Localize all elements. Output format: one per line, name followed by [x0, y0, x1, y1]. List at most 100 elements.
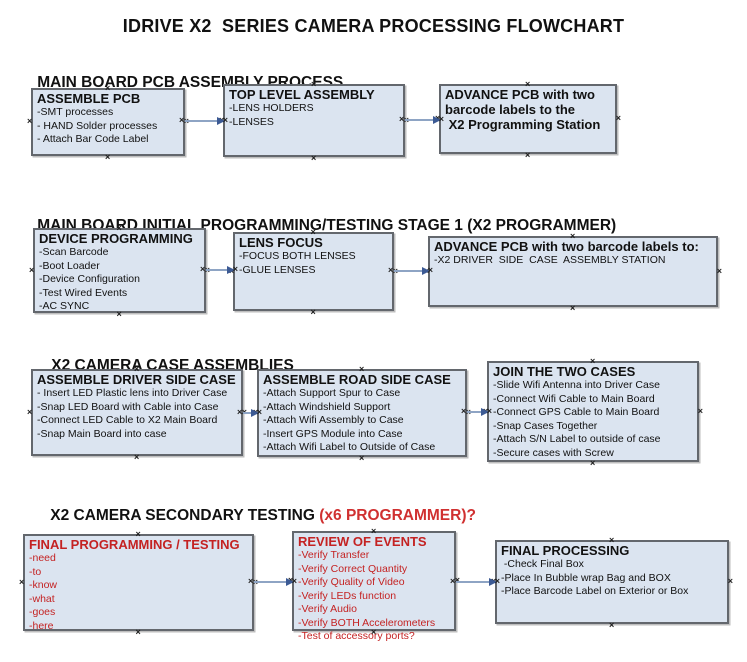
box-line: - HAND Solder processes — [37, 119, 158, 132]
box-assemble-driver-side-case: ASSEMBLE DRIVER SIDE CASE - Insert LED P… — [27, 365, 247, 462]
connector-handle-icon: × — [697, 405, 703, 416]
box-title: TOP LEVEL ASSEMBLY — [229, 87, 375, 102]
connector-handle-icon: × — [222, 115, 228, 125]
arrow-head-icon — [481, 408, 489, 416]
flow-arrow: ×× — [450, 576, 500, 587]
box-advance-pcb-programming-station: ADVANCE PCB with two barcode labels to t… — [435, 80, 621, 160]
box-line: -Connect GPS Cable to Main Board — [493, 406, 660, 418]
connector-handle-icon: × — [461, 406, 467, 416]
box-line: -Test of accessory ports? — [298, 630, 415, 642]
box-join-the-two-cases: JOIN THE TWO CASES -Slide Wifi Antenna i… — [483, 357, 703, 468]
connector-handle-icon: × — [525, 150, 531, 160]
section-header-red-label: (x6 PROGRAMMER)? — [319, 507, 476, 524]
connector-handle-icon: × — [615, 113, 621, 123]
connector-handle-icon: × — [609, 620, 615, 630]
box-body: -need-to-know-what-goes-here — [29, 552, 249, 633]
box-title: ASSEMBLE DRIVER SIDE CASE — [37, 372, 236, 387]
box-line: -GLUE LENSES — [239, 263, 316, 276]
box-line: -Attach Wifi Label to Outside of Case — [263, 441, 436, 453]
box-title: FINAL PROCESSING — [501, 543, 630, 558]
box-final-processing: FINAL PROCESSING -Check Final Box-Place … — [491, 536, 733, 630]
connector-handle-icon: × — [388, 265, 394, 275]
arrow-line — [254, 581, 289, 583]
box-assemble-road-side-case: ASSEMBLE ROAD SIDE CASE -Attach Support … — [253, 365, 471, 463]
box-title: REVIEW OF EVENTS — [298, 534, 427, 549]
box-line: -AC SYNC — [39, 300, 90, 312]
box-line: -Connect LED Cable to X2 Main Board — [37, 414, 218, 426]
flow-arrow: ×× — [200, 264, 238, 275]
arrow-head-icon — [251, 409, 259, 417]
box-line: -Scan Barcode — [39, 246, 109, 258]
box-line: -Check Final Box — [501, 558, 584, 570]
box-line: -Test Wired Events — [39, 286, 128, 299]
box-title: LENS FOCUS — [239, 235, 323, 250]
box-title: ADVANCE PCB with two barcode labels to t… — [445, 87, 601, 132]
box-title: ASSEMBLE ROAD SIDE CASE — [263, 372, 451, 387]
arrow-head-icon — [433, 116, 441, 124]
box-line: -Snap Cases Together — [493, 419, 598, 432]
connector-handle-icon: × — [399, 114, 405, 124]
arrow-line — [394, 270, 425, 272]
connector-handle-icon: × — [179, 115, 185, 125]
box-line: -goes — [29, 606, 56, 618]
box-line: -Device Configuration — [39, 273, 140, 285]
connector-handle-icon: × — [237, 407, 243, 417]
connector-handle-icon: × — [570, 303, 576, 313]
box-final-programming-testing: FINAL PROGRAMMING / TESTING -need-to-kno… — [19, 530, 258, 637]
flow-arrow: ×× — [388, 265, 433, 276]
box-line: -know — [29, 579, 58, 591]
box-assemble-pcb: ASSEMBLE PCB -SMT processes- HAND Solder… — [27, 84, 189, 162]
box-line: -LENSES — [229, 115, 274, 128]
connector-handle-icon: × — [200, 264, 206, 274]
connector-handle-icon: × — [716, 265, 722, 276]
box-line: -Verify Correct Quantity — [298, 562, 408, 575]
box-line: -Attach Support Spur to Case — [263, 387, 401, 399]
box-title: DEVICE PROGRAMMING — [39, 231, 193, 246]
connector-handle-icon: × — [27, 406, 33, 417]
box-line: -Verify Quality of Video — [298, 576, 405, 588]
box-body: -Slide Wifi Antenna into Driver Case-Con… — [493, 379, 694, 460]
box-line: -Secure cases with Screw — [493, 446, 614, 459]
box-line: -to — [29, 565, 42, 578]
connector-handle-icon: × — [486, 406, 492, 416]
box-line: -Verify Audio — [298, 603, 357, 615]
box-title: ASSEMBLE PCB — [37, 91, 141, 106]
box-line: -X2 DRIVER SIDE CASE ASSEMBLY STATION — [434, 254, 666, 266]
arrow-head-icon — [422, 267, 430, 275]
box-line: -Verify BOTH Accelerometers — [298, 616, 436, 629]
connector-handle-icon: × — [256, 407, 262, 417]
box-title: JOIN THE TWO CASES — [493, 364, 636, 379]
arrow-line — [456, 581, 492, 583]
connector-handle-icon: × — [134, 452, 140, 462]
box-line: -LENS HOLDERS — [229, 102, 314, 114]
arrow-line — [185, 120, 220, 122]
box-line: - Attach Bar Code Label — [37, 133, 149, 145]
connector-handle-icon: × — [494, 576, 500, 586]
arrow-head-icon — [286, 578, 294, 586]
connector-handle-icon: × — [248, 576, 254, 586]
connector-handle-icon: × — [427, 265, 433, 275]
box-line: -Attach Wifi Assembly to Case — [263, 414, 404, 426]
box-line: -Insert GPS Module into Case — [263, 427, 403, 440]
box-body: - Insert LED Plastic lens into Driver Ca… — [37, 387, 238, 441]
flow-arrow: ×× — [179, 115, 228, 126]
connector-handle-icon: × — [105, 152, 111, 162]
box-line: -FOCUS BOTH LENSES — [239, 250, 356, 262]
connector-handle-icon: × — [29, 264, 35, 275]
box-device-programming: DEVICE PROGRAMMING -Scan Barcode-Boot Lo… — [29, 224, 210, 319]
box-line: -Attach Windshield Support — [263, 400, 391, 413]
box-line: -Snap Main Board into case — [37, 427, 167, 440]
box-body: -X2 DRIVER SIDE CASE ASSEMBLY STATION — [434, 254, 713, 268]
box-line: -Boot Loader — [39, 259, 100, 272]
box-line: -Verify Transfer — [298, 549, 370, 561]
flow-arrow: ×× — [248, 576, 297, 587]
box-body: -Scan Barcode-Boot Loader-Device Configu… — [39, 246, 201, 314]
connector-handle-icon: × — [232, 264, 238, 274]
box-review-of-events: REVIEW OF EVENTS -Verify Transfer-Verify… — [288, 527, 460, 643]
page-title: IDRIVE X2 SERIES CAMERA PROCESSING FLOWC… — [122, 16, 625, 36]
box-title: FINAL PROGRAMMING / TESTING — [29, 537, 240, 552]
box-line: - Insert LED Plastic lens into Driver Ca… — [37, 387, 228, 399]
box-body: -Verify Transfer-Verify Correct Quantity… — [298, 549, 451, 644]
box-line: -here — [29, 619, 54, 632]
